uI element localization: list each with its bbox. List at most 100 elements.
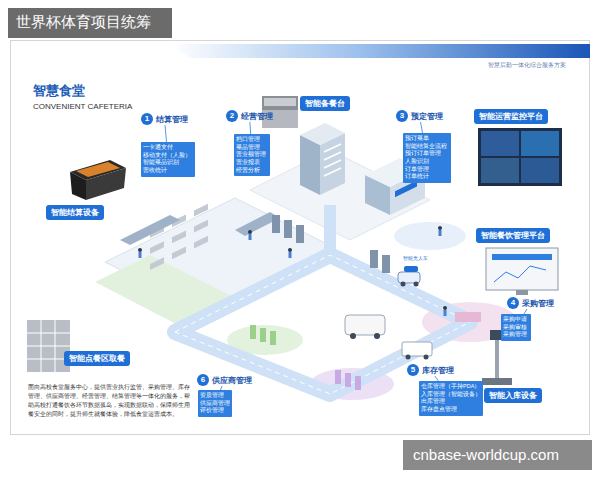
car-sign [404, 266, 418, 272]
device-label: 智能点餐区取餐 [64, 351, 130, 366]
wheel [374, 333, 380, 339]
callout-number: 3 [396, 110, 408, 122]
rack [260, 328, 266, 342]
function-list: 仓库管理（手持PDA） 入库管理（智能设备） 出库管理 库存盘点管理 [421, 383, 481, 414]
module-heading: 3预定管理 [396, 110, 443, 122]
device-name: 智能运营监控平台 [479, 111, 543, 122]
table [172, 230, 186, 243]
module-heading: 2经营管理 [226, 110, 273, 122]
device-side [86, 168, 126, 200]
wheel [406, 355, 411, 360]
shelf [272, 215, 280, 233]
wheel [424, 355, 429, 360]
dining-tables [150, 204, 208, 270]
person-body [139, 252, 142, 258]
function-list: 档口管理 菜品管理 营业额管理 营业报表 经营分析 [236, 136, 268, 174]
supplier-racks [250, 325, 276, 345]
wheel [414, 282, 419, 287]
scale-base [482, 378, 512, 385]
rack [270, 331, 276, 345]
device-name: 智能餐饮管理平台 [481, 230, 545, 241]
purchase-desk [455, 312, 481, 322]
module-heading: 6供应商管理 [197, 374, 252, 386]
table [194, 204, 208, 217]
connector-group [165, 125, 166, 142]
building-face [300, 135, 320, 195]
function-box: 档口管理 菜品管理 营业额管理 营业报表 经营分析 [234, 134, 270, 176]
management-monitor [486, 248, 558, 295]
person-head [443, 306, 447, 310]
function-list: 预订菜单 智能结算全流程 预订订单管理 人脸识别 订单管理 订单统计 [405, 135, 449, 181]
person-body [249, 234, 252, 240]
person-head [138, 248, 142, 252]
callout-number: 4 [507, 297, 519, 309]
module-title: 经营管理 [241, 111, 273, 122]
platform-zone [394, 222, 466, 250]
person-body [444, 310, 447, 316]
device-label: 智能入库设备 [484, 388, 542, 403]
connector-group [421, 122, 423, 133]
road-centerline [175, 255, 470, 394]
watermark: cnbase-worldcup.com [403, 440, 592, 470]
screen [481, 131, 519, 156]
module-heading: 5库存管理 [407, 364, 454, 376]
inventory-racks [335, 370, 361, 390]
scale-pole [495, 340, 499, 378]
person-body [289, 252, 292, 258]
table [150, 241, 164, 254]
leader-line [165, 125, 166, 142]
truck [402, 342, 432, 356]
shelf [284, 220, 292, 238]
servery-trays [264, 98, 296, 106]
serving-counter [235, 212, 280, 236]
device-side [70, 172, 86, 200]
wheel [350, 333, 356, 339]
module-heading: 4采购管理 [507, 297, 554, 309]
caption-text: 面向高校食堂服务中心，提供营业执行监管、采购管理、库存管理、供应商管理、经营管理… [28, 383, 194, 419]
function-box: 预订菜单 智能结算全流程 预订订单管理 人脸识别 订单管理 订单统计 [403, 133, 451, 183]
screen [521, 131, 559, 156]
road [175, 255, 470, 394]
shelf [370, 250, 378, 268]
function-list: 一卡通支付 移动支付（人脸） 智能菜品识别 营收统计 [143, 144, 193, 175]
connector-group [220, 386, 222, 390]
panel-frame [11, 41, 590, 435]
leader-line [421, 122, 423, 133]
device-label: 智能运营监控平台 [474, 109, 548, 124]
wheel [401, 282, 406, 287]
table [194, 220, 208, 233]
module-title: 结算管理 [156, 114, 188, 125]
module-heading: 1结算管理 [141, 113, 188, 125]
person-head [248, 230, 252, 234]
screen-chart [494, 266, 546, 282]
table [194, 236, 208, 249]
people [138, 226, 447, 316]
shelf [382, 255, 390, 273]
module-title: 库存管理 [422, 365, 454, 376]
kitchen-shelves [272, 215, 390, 273]
callout-number: 1 [141, 113, 153, 125]
serving-counter [120, 215, 180, 245]
monitor [486, 248, 558, 290]
unmanned-car [398, 272, 420, 283]
screen-bar [492, 254, 552, 260]
function-box: 仓库管理（手持PDA） 入库管理（智能设备） 出库管理 库存盘点管理 [419, 381, 483, 416]
module-title: 供应商管理 [212, 375, 252, 386]
device-label: 智能结算设备 [46, 205, 104, 220]
device-label: 智能备餐台 [300, 96, 350, 111]
function-list: 采购申请 采购审核 采购管理 [503, 316, 529, 339]
monitor-stand [516, 290, 528, 295]
road-branch [324, 205, 336, 255]
screen [521, 158, 559, 183]
callout-number: 2 [226, 110, 238, 122]
table [172, 246, 186, 259]
leader-line [524, 309, 527, 314]
settlement-device [70, 160, 126, 200]
shelf [296, 225, 304, 243]
connector-group [435, 376, 439, 381]
device-name: 智能点餐区取餐 [69, 353, 125, 364]
servery-top [262, 96, 298, 110]
header-band [170, 44, 590, 58]
function-box: 采购申请 采购审核 采购管理 [501, 314, 531, 341]
leader-line [220, 386, 222, 390]
